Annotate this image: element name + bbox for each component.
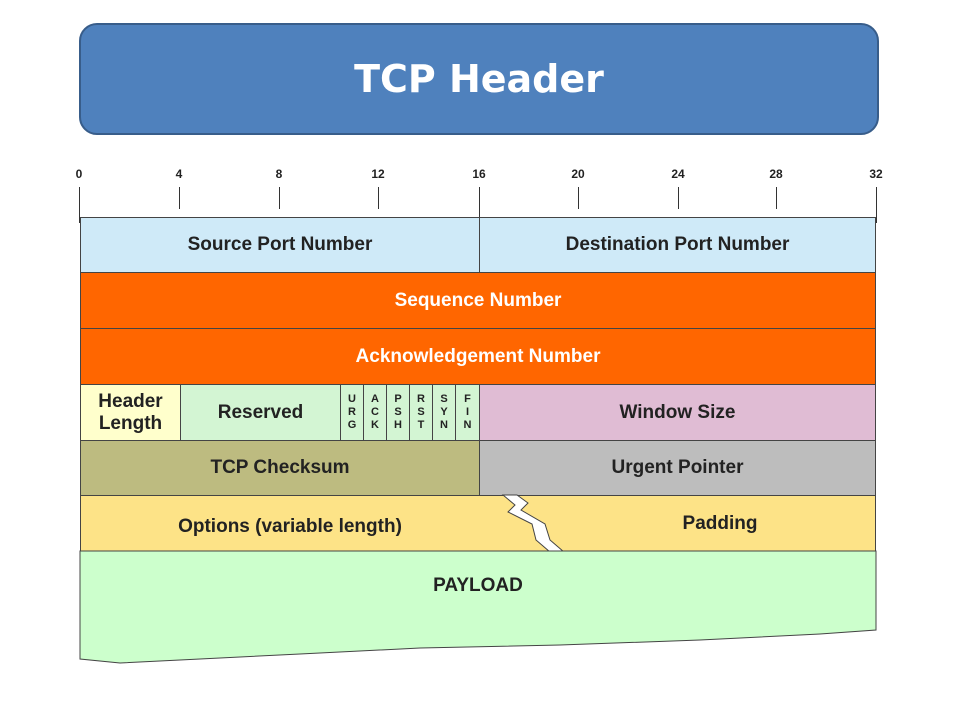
- flag-letter: F: [464, 393, 471, 405]
- ruler-label-32: 32: [869, 167, 883, 181]
- urgent-pointer-label: Urgent Pointer: [611, 457, 744, 478]
- flag-letter: N: [440, 419, 448, 431]
- ruler-label-28: 28: [769, 167, 783, 181]
- title-banner: TCP Header: [79, 23, 879, 135]
- padding-label: Padding: [682, 512, 758, 534]
- flag-letter: T: [417, 419, 425, 431]
- checksum-label: TCP Checksum: [210, 457, 350, 478]
- ruler-tick: [479, 187, 480, 223]
- ruler-tick: [776, 187, 777, 209]
- urgent-pointer-field: Urgent Pointer: [479, 440, 876, 496]
- flag-rst: R S T: [409, 384, 433, 441]
- header-length-label-line1: Header: [98, 390, 163, 412]
- header-length-field: Header Length: [80, 384, 181, 441]
- bit-ruler: 0 4 8 12 16 20 24 28 32: [0, 160, 960, 223]
- ruler-label-8: 8: [275, 167, 283, 181]
- window-size-label: Window Size: [619, 401, 736, 423]
- ruler-tick: [378, 187, 379, 209]
- source-port-label: Source Port Number: [187, 234, 373, 255]
- flag-letter: N: [463, 419, 472, 431]
- flag-letter: S: [394, 406, 402, 418]
- ruler-tick: [578, 187, 579, 209]
- flag-letter: S: [440, 393, 448, 405]
- payload-label: PAYLOAD: [433, 575, 523, 596]
- flag-letter: U: [348, 393, 356, 405]
- flag-letter: Y: [440, 406, 448, 418]
- flag-letter: S: [417, 406, 425, 418]
- ruler-label-24: 24: [671, 167, 685, 181]
- reserved-field: Reserved: [180, 384, 341, 441]
- sequence-number-field: Sequence Number: [80, 272, 876, 329]
- destination-port-field: Destination Port Number: [479, 217, 876, 273]
- reserved-label: Reserved: [217, 401, 304, 423]
- ack-number-field: Acknowledgement Number: [80, 328, 876, 385]
- sequence-number-label: Sequence Number: [394, 289, 562, 311]
- checksum-field: TCP Checksum: [80, 440, 480, 496]
- ruler-tick: [179, 187, 180, 209]
- flag-fin: F I N: [455, 384, 480, 441]
- ruler-tick: [279, 187, 280, 209]
- flag-letter: C: [371, 406, 379, 418]
- ruler-tick: [79, 187, 80, 223]
- flag-letter: R: [417, 393, 425, 405]
- flag-letter: K: [371, 419, 379, 431]
- ruler-label-20: 20: [571, 167, 585, 181]
- ruler-tick: [678, 187, 679, 209]
- ruler-label-4: 4: [175, 167, 183, 181]
- options-row: [80, 495, 876, 552]
- flag-letter: A: [371, 393, 379, 405]
- ruler-tick: [876, 187, 877, 223]
- source-port-field: Source Port Number: [80, 217, 480, 273]
- destination-port-label: Destination Port Number: [565, 234, 790, 255]
- flag-letter: G: [347, 419, 357, 431]
- ruler-label-12: 12: [371, 167, 385, 181]
- ruler-label-16: 16: [472, 167, 486, 181]
- page-title: TCP Header: [354, 57, 604, 101]
- flag-letter: H: [394, 419, 402, 431]
- flag-letter: R: [348, 406, 356, 418]
- ruler-label-0: 0: [75, 167, 83, 181]
- header-length-label-line2: Length: [98, 412, 163, 434]
- flag-letter: P: [394, 393, 402, 405]
- flag-urg: U R G: [340, 384, 364, 441]
- options-label: Options (variable length): [178, 516, 402, 537]
- ack-number-label: Acknowledgement Number: [355, 345, 601, 367]
- flag-letter: I: [465, 406, 470, 418]
